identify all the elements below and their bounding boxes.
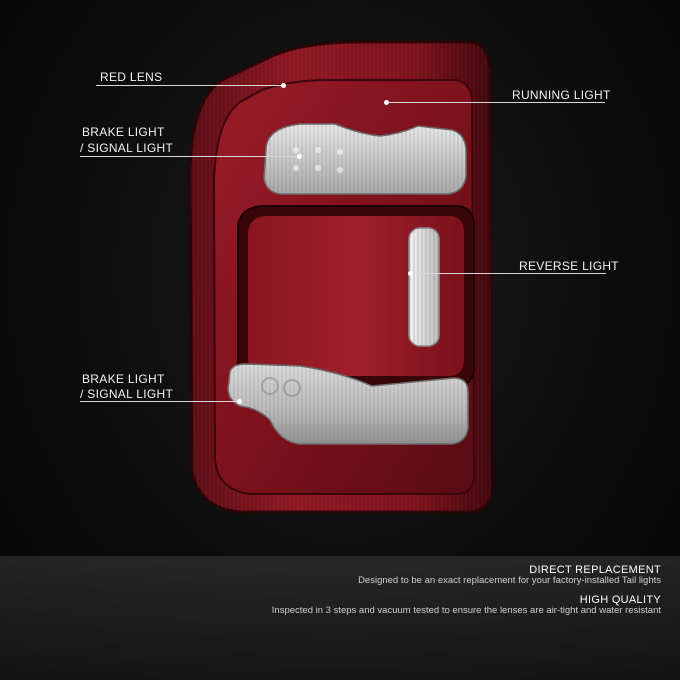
- feature-direct-replacement-title: DIRECT REPLACEMENT: [529, 564, 661, 576]
- running-light-dot: [384, 100, 389, 105]
- feature-high-quality-title: HIGH QUALITY: [579, 594, 661, 606]
- feature-high-quality-desc: Inspected in 3 steps and vacuum tested t…: [271, 605, 661, 616]
- running-light-label: RUNNING LIGHT: [512, 88, 611, 102]
- brake-signal-bottom-dot: [237, 399, 242, 404]
- brake-signal-bottom-label-line1: BRAKE LIGHT: [82, 372, 165, 386]
- feature-direct-replacement-desc: Designed to be an exact replacement for …: [358, 575, 661, 586]
- brake-signal-bottom-label-line2: / SIGNAL LIGHT: [80, 387, 174, 401]
- reverse-light-leader: [410, 273, 606, 274]
- reverse-light-dot: [408, 271, 413, 276]
- running-light-leader: [386, 102, 605, 103]
- red-lens-dot: [281, 83, 286, 88]
- red-lens-leader: [96, 85, 284, 86]
- features-banner: DIRECT REPLACEMENT Designed to be an exa…: [0, 556, 680, 680]
- brake-signal-top-label-line1: BRAKE LIGHT: [82, 125, 165, 139]
- reverse-light-label: REVERSE LIGHT: [519, 259, 619, 273]
- brake-signal-top-leader: [80, 156, 300, 157]
- red-lens-label: RED LENS: [100, 70, 163, 84]
- brake-signal-top-label-line2: / SIGNAL LIGHT: [80, 141, 174, 155]
- brake-signal-top-dot: [297, 154, 302, 159]
- brake-signal-bottom-leader: [80, 401, 240, 402]
